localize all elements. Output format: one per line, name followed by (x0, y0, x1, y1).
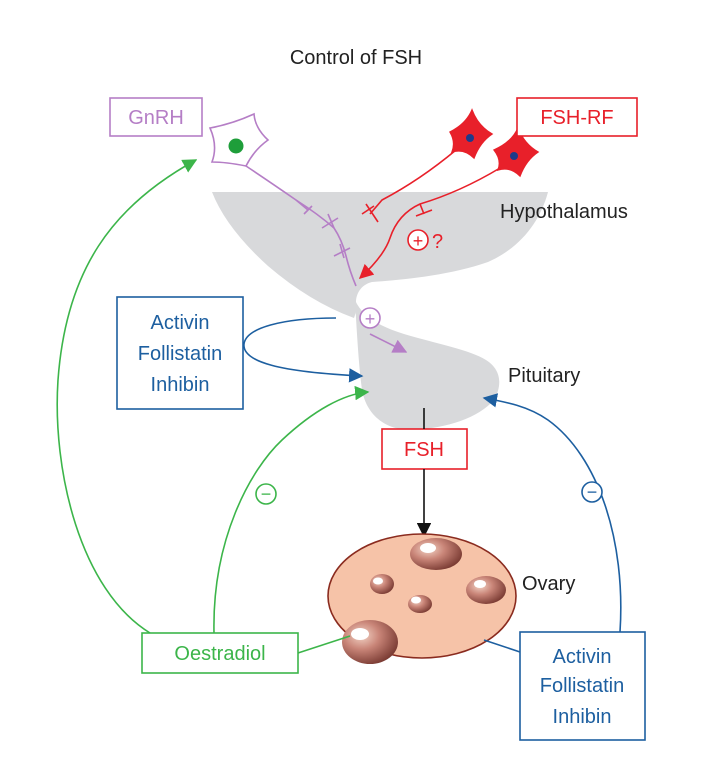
left-factor-activin: Activin (151, 312, 210, 334)
right-factor-box: Activin Follistatin Inhibin (519, 631, 646, 741)
fsh-rf-neuron-1 (361, 108, 494, 223)
gnrh-stimulation-sign: + (359, 307, 381, 329)
ovary-label: Ovary (522, 573, 575, 595)
pituitary-label: Pituitary (508, 365, 580, 387)
factors-inhibition-sign: − (581, 481, 603, 503)
left-factor-inhibin: Inhibin (151, 374, 210, 396)
fsh-rf-plus-symbol: + (413, 231, 424, 251)
ovary-to-factors-line (483, 639, 521, 653)
fsh-label: FSH (404, 439, 444, 461)
fsh-rf-label: FSH-RF (540, 107, 613, 129)
right-factor-follistatin: Follistatin (540, 675, 624, 697)
oestradiol-to-gnrh-arrow (56, 159, 198, 634)
gnrh-plus-symbol: + (365, 309, 376, 329)
right-factor-inhibin: Inhibin (553, 706, 612, 728)
left-factor-follistatin: Follistatin (138, 343, 222, 365)
left-factor-box: Activin Follistatin Inhibin (116, 296, 244, 410)
pituitary-shape (355, 300, 500, 430)
gnrh-to-pituitary-arrow (369, 333, 408, 353)
gnrh-label-box: GnRH (109, 97, 203, 137)
paracrine-loop-arrow (243, 317, 364, 383)
oestradiol-label: Oestradiol (174, 643, 265, 665)
gnrh-neuron (208, 112, 357, 287)
diagram-title: Control of FSH (290, 47, 422, 69)
fsh-rf-label-box: FSH-RF (516, 97, 638, 137)
oestradiol-inhibition-sign: − (255, 483, 277, 505)
ovary-to-oestradiol-line (297, 635, 351, 654)
oestradiol-label-box: Oestradiol (141, 632, 299, 674)
fsh-rf-stimulation-sign: + ? (407, 229, 443, 253)
question-mark: ? (432, 231, 443, 253)
fsh-label-box: FSH (381, 428, 468, 470)
oestradiol-minus-symbol: − (261, 484, 272, 504)
gnrh-label: GnRH (128, 107, 184, 129)
factors-minus-symbol: − (587, 482, 598, 502)
hypothalamus-label: Hypothalamus (500, 201, 628, 223)
factors-to-pituitary-arrow (482, 393, 622, 633)
oestradiol-to-pituitary-arrow (213, 385, 370, 634)
ovary (327, 533, 517, 664)
right-factor-activin: Activin (553, 646, 612, 668)
